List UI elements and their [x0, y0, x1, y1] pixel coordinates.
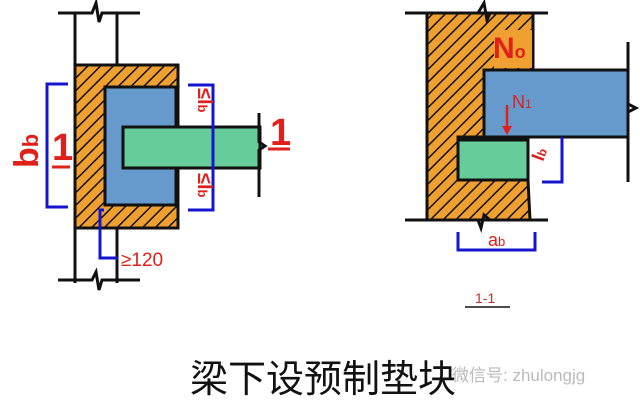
- break-line: [257, 113, 268, 197]
- diagram-title: 梁下设预制垫块: [190, 357, 456, 401]
- pad-section: [456, 138, 530, 182]
- load-n0: No: [493, 32, 526, 65]
- dim-bottom-label: ≤lb: [193, 173, 215, 198]
- section-name: 1-1: [475, 290, 495, 306]
- beam: [121, 125, 262, 170]
- n1-arrow-head: [502, 126, 512, 135]
- dimension-lines: [45, 82, 215, 260]
- n0-area: [494, 30, 532, 68]
- height-dim: [542, 137, 564, 184]
- depth-label: ab: [488, 230, 505, 250]
- watermark: 微信号: zhulongjg: [452, 366, 585, 385]
- dim-top-label: ≤lb: [193, 88, 215, 113]
- section-view: No N1 lb ab 1-1: [405, 0, 640, 308]
- width-label: bb: [8, 134, 46, 168]
- section-lines: [405, 0, 640, 234]
- plan-view: 1 1 bb ≤lb ≤lb ≥120: [8, 0, 291, 291]
- section-mark-left: 1: [52, 127, 73, 169]
- depth-dim: [456, 232, 537, 252]
- load-n1: N1: [512, 92, 532, 112]
- min-dim-label: ≥120: [121, 250, 163, 271]
- height-label: lb: [528, 145, 551, 163]
- section-mark-right: 1: [270, 112, 291, 154]
